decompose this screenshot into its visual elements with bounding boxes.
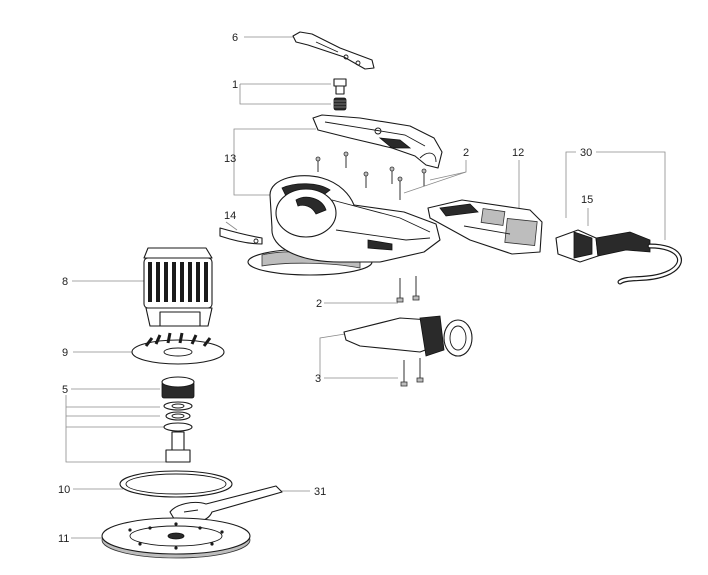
callout-11: 11 xyxy=(58,533,69,545)
callout-10: 10 xyxy=(58,484,70,496)
part-3-handle xyxy=(343,315,473,387)
callout-6: 6 xyxy=(232,32,238,44)
part-2-screws-lower xyxy=(396,276,420,303)
callout-2-lower: 2 xyxy=(316,298,322,310)
part-15-plug-housing xyxy=(555,229,599,263)
part-14-clip xyxy=(219,227,263,245)
part-12-electronics-board xyxy=(427,199,543,255)
leader-2a-b xyxy=(429,171,467,181)
part-11-sanding-pad xyxy=(101,517,251,559)
part-8-motor xyxy=(143,247,213,327)
callout-1: 1 xyxy=(232,79,238,91)
part-13-upper-housing xyxy=(312,114,443,169)
part-6-cover-plate xyxy=(292,31,375,70)
callout-3: 3 xyxy=(315,373,321,385)
callout-15: 15 xyxy=(581,194,593,206)
part-10-ring xyxy=(119,470,233,498)
leader-1b xyxy=(239,84,331,105)
leader-3b xyxy=(319,333,346,378)
callout-8: 8 xyxy=(62,276,68,288)
leader-lines xyxy=(65,36,666,539)
callout-13: 13 xyxy=(224,153,236,165)
callout-12: 12 xyxy=(512,147,524,159)
part-main-housing xyxy=(247,175,441,276)
leader-13 xyxy=(233,128,316,196)
part-30-cable xyxy=(595,231,682,285)
callout-30: 30 xyxy=(580,147,592,159)
callout-labels: 6 1 13 14 2 12 30 15 8 2 9 3 5 10 31 11 xyxy=(58,32,593,545)
part-2-screws-upper xyxy=(315,151,427,200)
leader-5b xyxy=(65,395,166,463)
callout-2-upper: 2 xyxy=(463,147,469,159)
callout-31: 31 xyxy=(314,486,326,498)
part-5-bearing-stack xyxy=(161,376,195,463)
callout-14: 14 xyxy=(224,210,236,222)
leader-14 xyxy=(225,221,238,231)
leader-30b xyxy=(565,151,576,218)
part-9-fan xyxy=(131,332,225,365)
part-1-screw-spring xyxy=(333,78,347,111)
leader-30 xyxy=(596,151,666,240)
callout-5: 5 xyxy=(62,384,68,396)
callout-9: 9 xyxy=(62,347,68,359)
